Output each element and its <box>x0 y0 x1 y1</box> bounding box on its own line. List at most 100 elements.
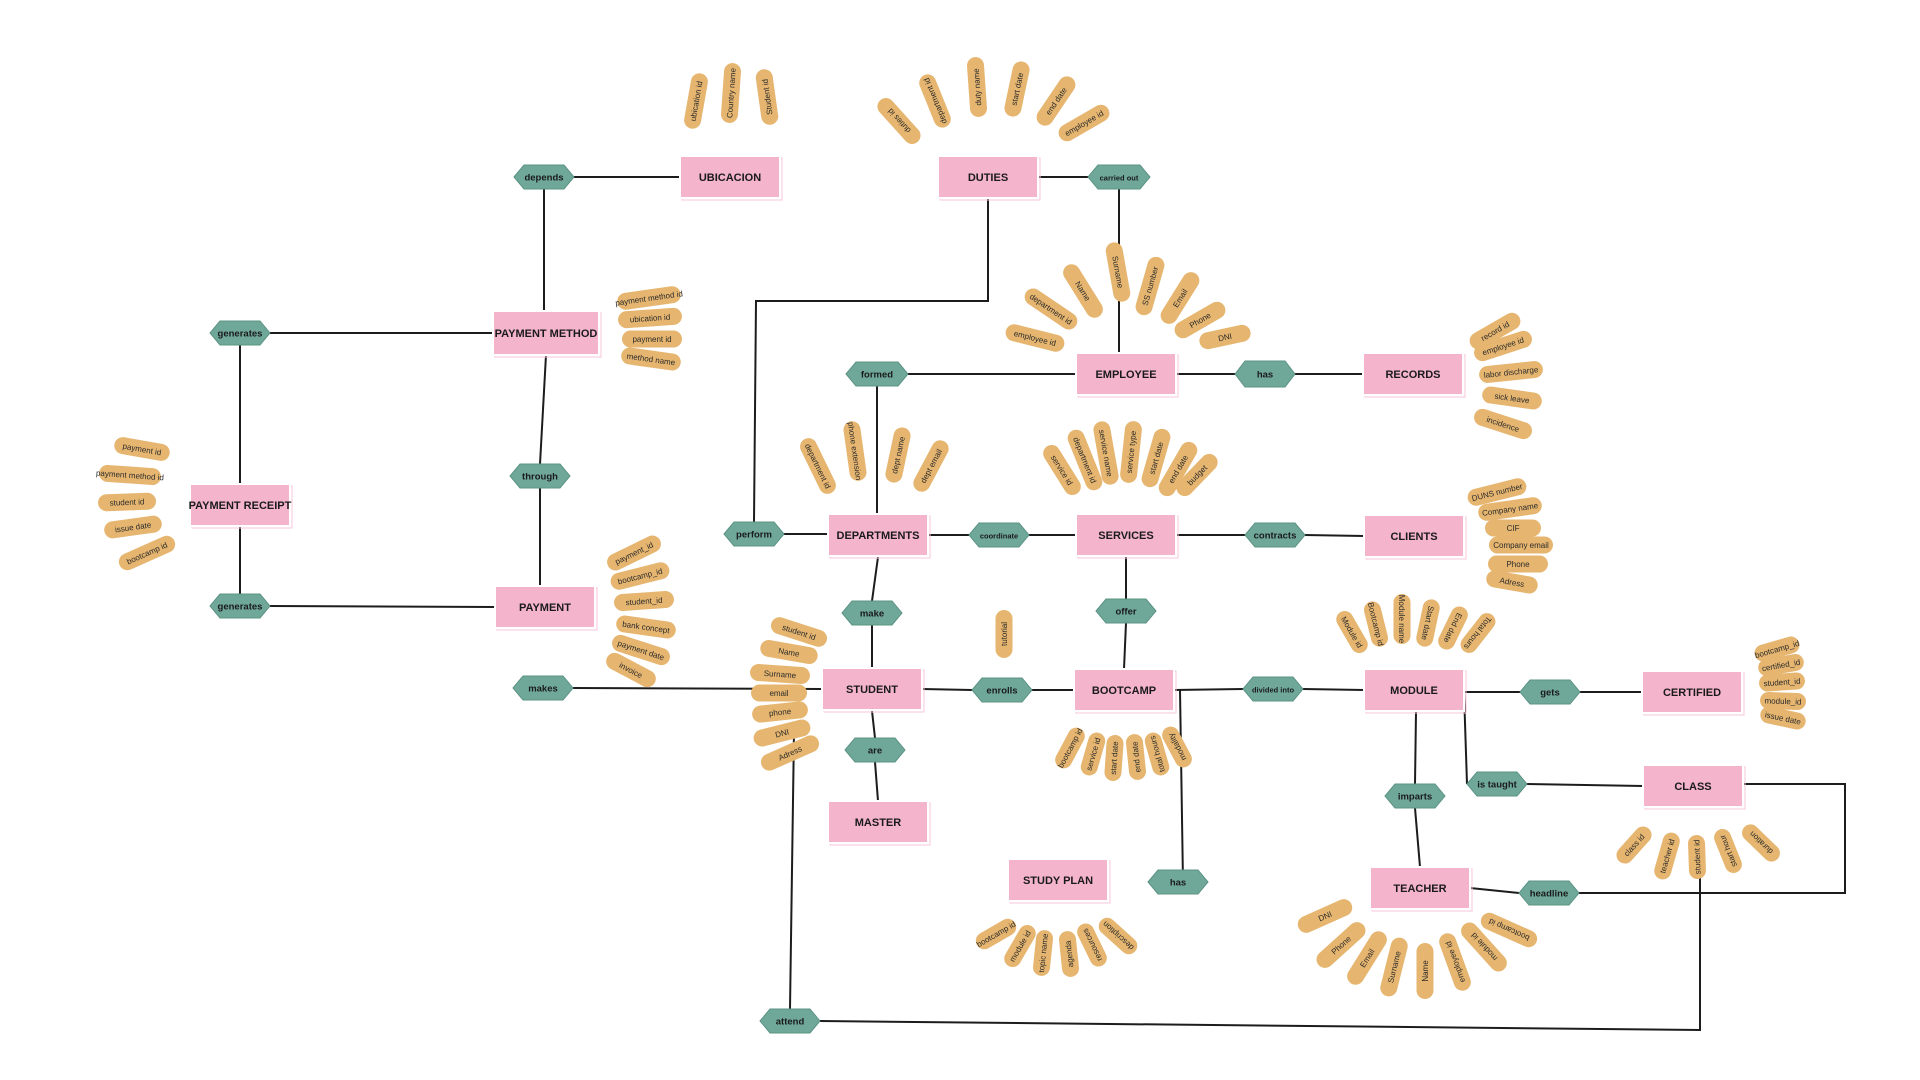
attribute-pill <box>1005 324 1065 352</box>
relationship-label: contracts <box>1254 531 1297 542</box>
attribute-departments: department id <box>800 438 836 494</box>
connector-line <box>871 710 876 739</box>
relationship-attend[interactable]: attend <box>759 1008 821 1034</box>
connector-line <box>1526 783 1644 787</box>
attribute-pill <box>1063 264 1103 318</box>
attribute-pill <box>800 438 836 494</box>
attribute-bootcamp: total hours <box>1144 732 1170 776</box>
attribute-pill <box>1416 599 1440 647</box>
attribute-duties: start date <box>1004 61 1030 117</box>
attribute-employee: Name <box>1063 264 1103 318</box>
relationship-shape <box>723 521 785 547</box>
entity-clients[interactable]: CLIENTS <box>1363 514 1467 560</box>
relationship-shape <box>1234 360 1296 388</box>
entity-label: STUDY PLAN <box>1023 875 1093 887</box>
attribute-pill <box>114 437 170 461</box>
entity-study_plan[interactable]: STUDY PLAN <box>1007 858 1111 904</box>
attribute-bootcamp: start date <box>1104 735 1124 781</box>
relationship-offer[interactable]: offer <box>1095 598 1157 624</box>
entity-teacher[interactable]: TEACHER <box>1369 866 1473 912</box>
attribute-pill <box>1125 734 1147 780</box>
attribute-pill <box>1105 242 1131 302</box>
attribute-pill <box>1120 421 1142 483</box>
relationship-generates_2[interactable]: generates <box>209 593 271 619</box>
attribute-employee: employee id <box>1005 324 1065 352</box>
relationship-shape <box>1244 522 1306 548</box>
relationship-has_plan[interactable]: has <box>1147 869 1209 895</box>
attribute-class: duration <box>1742 824 1780 862</box>
relationship-label: is taught <box>1477 780 1517 791</box>
entity-master[interactable]: MASTER <box>827 800 931 846</box>
attribute-pill <box>1336 610 1368 654</box>
attribute-departments: phone extension <box>843 421 867 481</box>
entity-duties[interactable]: DUTIES <box>937 155 1041 201</box>
relationship-enrolls[interactable]: enrolls <box>971 677 1033 703</box>
attribute-employee: SS number <box>1135 256 1165 316</box>
relationship-perform[interactable]: perform <box>723 521 785 547</box>
attribute-pill <box>614 591 674 611</box>
entity-ubicacion[interactable]: UBICACION <box>679 155 783 201</box>
attribute-class: teacher id <box>1654 832 1680 880</box>
attribute-clients: Company email <box>1489 536 1553 554</box>
relationship-imparts[interactable]: imparts <box>1384 783 1446 809</box>
attribute-services: service type <box>1120 421 1142 483</box>
attribute-pill <box>1297 899 1353 933</box>
attribute-label: phone <box>769 707 793 718</box>
relationship-shape <box>1087 164 1151 190</box>
attribute-pill <box>1714 829 1742 873</box>
attribute-label: Phone <box>1506 560 1530 569</box>
entity-bootcamp[interactable]: BOOTCAMP <box>1073 668 1177 714</box>
relationship-depends[interactable]: depends <box>513 164 575 190</box>
entity-student[interactable]: STUDENT <box>821 667 925 713</box>
relationship-shape <box>844 737 906 763</box>
attribute-pill <box>1759 672 1805 692</box>
relationship-through[interactable]: through <box>509 463 571 489</box>
relationship-is_taught[interactable]: is taught <box>1466 771 1528 797</box>
attribute-pill <box>99 464 161 486</box>
entity-employee[interactable]: EMPLOYEE <box>1075 352 1179 398</box>
attribute-pill <box>1036 76 1076 126</box>
attribute-pill <box>104 515 162 539</box>
attribute-pill <box>684 73 708 129</box>
attribute-label: Module name <box>1397 595 1406 644</box>
entity-label: PAYMENT METHOD <box>495 328 598 340</box>
entity-services[interactable]: SERVICES <box>1075 513 1179 559</box>
relationship-has_records[interactable]: has <box>1234 360 1296 388</box>
relationship-contracts[interactable]: contracts <box>1244 522 1306 548</box>
attribute-pill <box>1393 594 1411 644</box>
entity-payment[interactable]: PAYMENT <box>494 585 598 631</box>
entity-label: PAYMENT <box>519 602 571 614</box>
entity-label: PAYMENT RECEIPT <box>189 500 292 512</box>
relationship-headline[interactable]: headline <box>1518 880 1580 906</box>
entity-label: RECORDS <box>1385 369 1440 381</box>
entity-class[interactable]: CLASS <box>1642 764 1746 810</box>
relationship-makes[interactable]: makes <box>512 675 574 701</box>
attribute-student: email <box>751 684 807 702</box>
entity-payment_method[interactable]: PAYMENT METHOD <box>492 310 602 358</box>
entity-box <box>1075 513 1177 557</box>
relationship-divided_into[interactable]: divided into <box>1242 676 1304 702</box>
relationship-make[interactable]: make <box>841 600 903 626</box>
relationship-are[interactable]: are <box>844 737 906 763</box>
entity-payment_receipt[interactable]: PAYMENT RECEIPT <box>189 483 293 529</box>
entity-label: UBICACION <box>699 172 761 184</box>
relationship-carried_out[interactable]: carried out <box>1087 164 1151 190</box>
attribute-pill <box>617 286 681 310</box>
relationship-shape <box>1466 771 1528 797</box>
attribute-pill <box>1416 943 1434 999</box>
relationship-coordinate[interactable]: coordinate <box>968 522 1030 548</box>
entity-departments[interactable]: DEPARTMENTS <box>827 513 931 559</box>
attribute-ubicacion: ubication id <box>684 73 708 129</box>
relationship-gets[interactable]: gets <box>1519 679 1581 705</box>
relationship-formed[interactable]: formed <box>845 361 909 387</box>
attribute-pill <box>1438 606 1468 650</box>
entity-box <box>1007 858 1109 902</box>
entity-module[interactable]: MODULE <box>1363 668 1467 714</box>
relationship-generates_1[interactable]: generates <box>209 320 271 346</box>
attribute-records: sick leave <box>1482 386 1542 410</box>
relationship-label: gets <box>1540 688 1560 699</box>
connector-line <box>1179 689 1208 883</box>
attribute-label: duty name <box>972 67 984 105</box>
entity-records[interactable]: RECORDS <box>1362 352 1466 398</box>
entity-certified[interactable]: CERTIFIED <box>1641 670 1745 716</box>
